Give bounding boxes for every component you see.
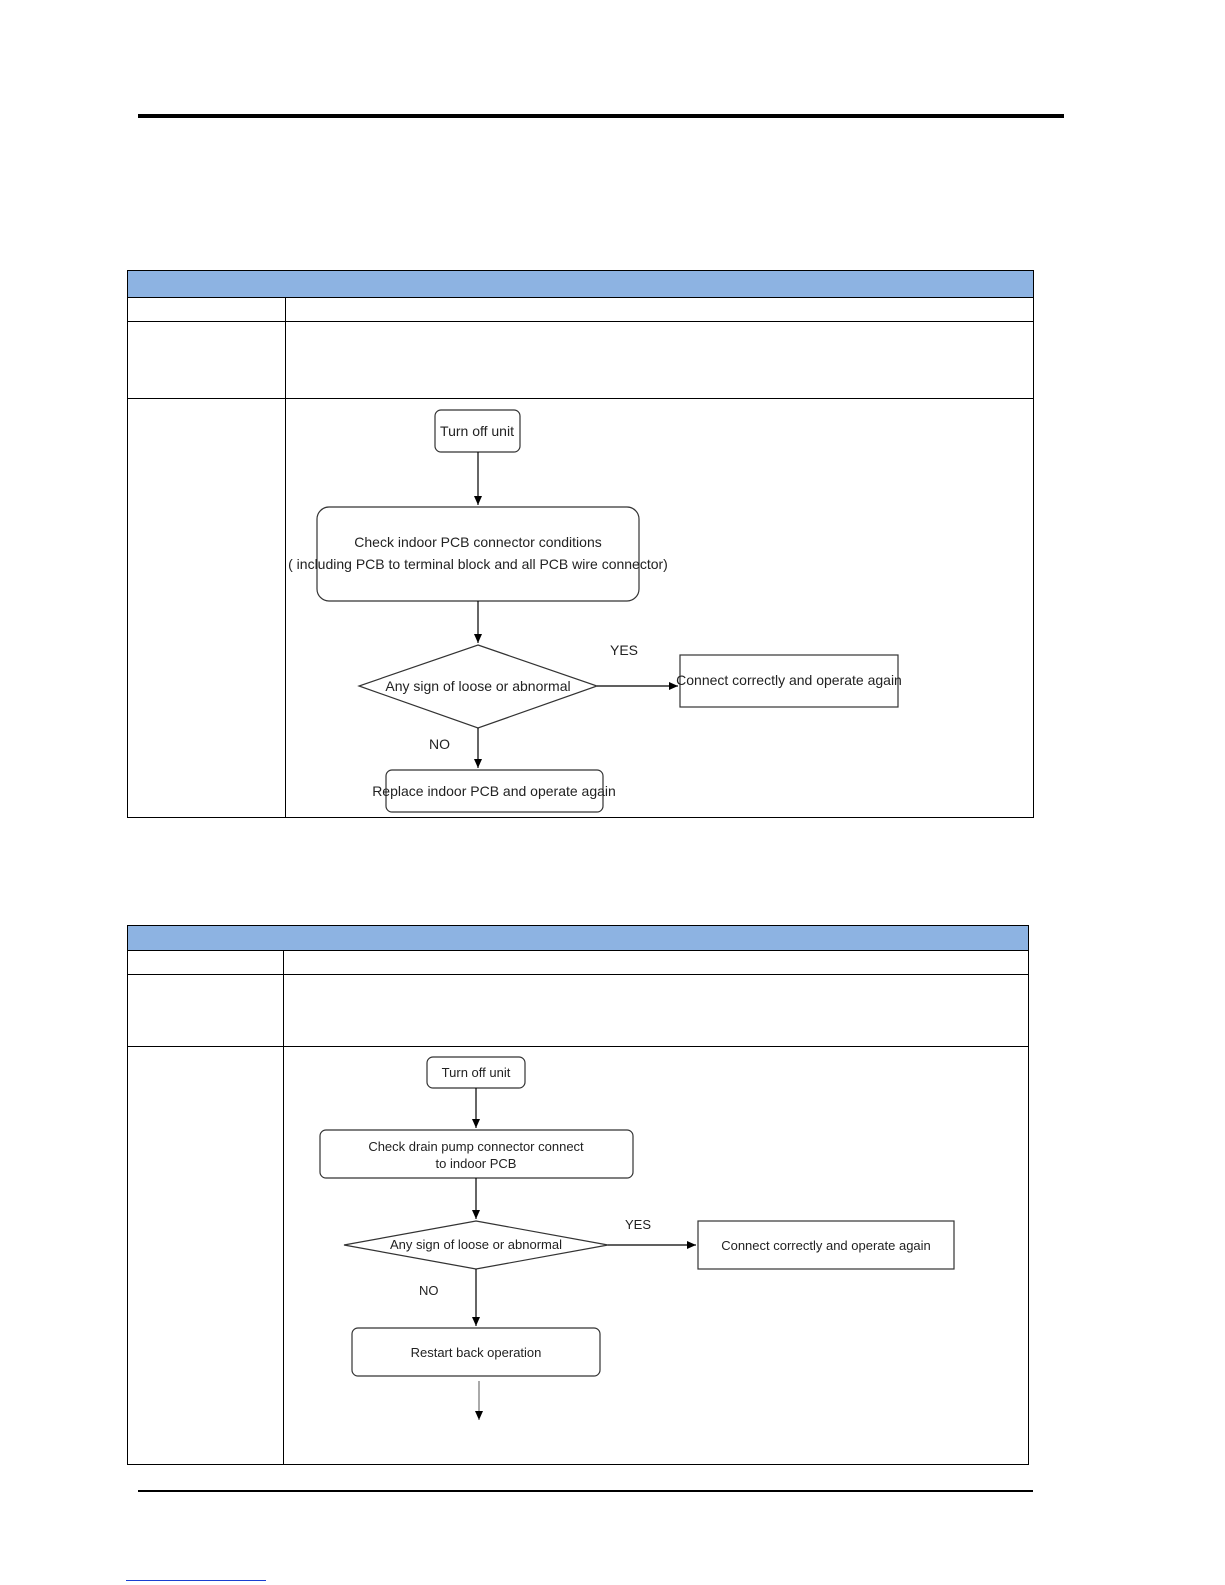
troubleshoot-table-2 (127, 925, 1029, 1465)
connect-correctly-label: Connect correctly and operate again (721, 1238, 931, 1253)
check-connector-box (316, 506, 640, 602)
table-1-column-divider (285, 298, 286, 817)
flowchart-1: Turn off unit Check indoor PCB connector… (288, 409, 902, 813)
check-drain-pump-label-line2: to indoor PCB (436, 1156, 517, 1171)
replace-pcb-box (385, 769, 604, 813)
turn-off-label: Turn off unit (442, 1065, 511, 1080)
yes-label: YES (610, 642, 638, 658)
decision-label: Any sign of loose or abnormal (390, 1237, 562, 1252)
no-label: NO (419, 1283, 439, 1298)
table-1-row-divider (128, 321, 1033, 322)
decision-label: Any sign of loose or abnormal (385, 678, 570, 694)
connect-correctly-box (697, 1220, 955, 1270)
footer-rule (138, 1490, 1033, 1492)
replace-pcb-label: Replace indoor PCB and operate again (372, 783, 616, 799)
table-2-row-divider (128, 974, 1028, 975)
table-1-header-bar (128, 271, 1033, 298)
restart-operation-label: Restart back operation (411, 1345, 542, 1360)
table-2-header-bar (128, 926, 1028, 951)
no-label: NO (429, 736, 450, 752)
check-connector-label-line1: Check indoor PCB connector conditions (354, 534, 601, 550)
connect-correctly-box (679, 654, 899, 708)
turn-off-label: Turn off unit (440, 423, 514, 439)
check-drain-pump-label-line1: Check drain pump connector connect (368, 1139, 584, 1154)
restart-operation-box (351, 1327, 601, 1377)
troubleshoot-table-1 (127, 270, 1034, 818)
table-1-row-divider (128, 398, 1033, 399)
table-2-column-divider (283, 951, 284, 1464)
connect-correctly-label: Connect correctly and operate again (676, 672, 902, 688)
table-2-row-divider (128, 1046, 1028, 1047)
flowchart-2: Turn off unit Check drain pump connector… (319, 1056, 955, 1420)
check-connector-label-line2: ( including PCB to terminal block and al… (288, 556, 668, 572)
header-rule (138, 114, 1064, 118)
yes-label: YES (625, 1217, 651, 1232)
footer-link-underline[interactable] (126, 1580, 266, 1581)
